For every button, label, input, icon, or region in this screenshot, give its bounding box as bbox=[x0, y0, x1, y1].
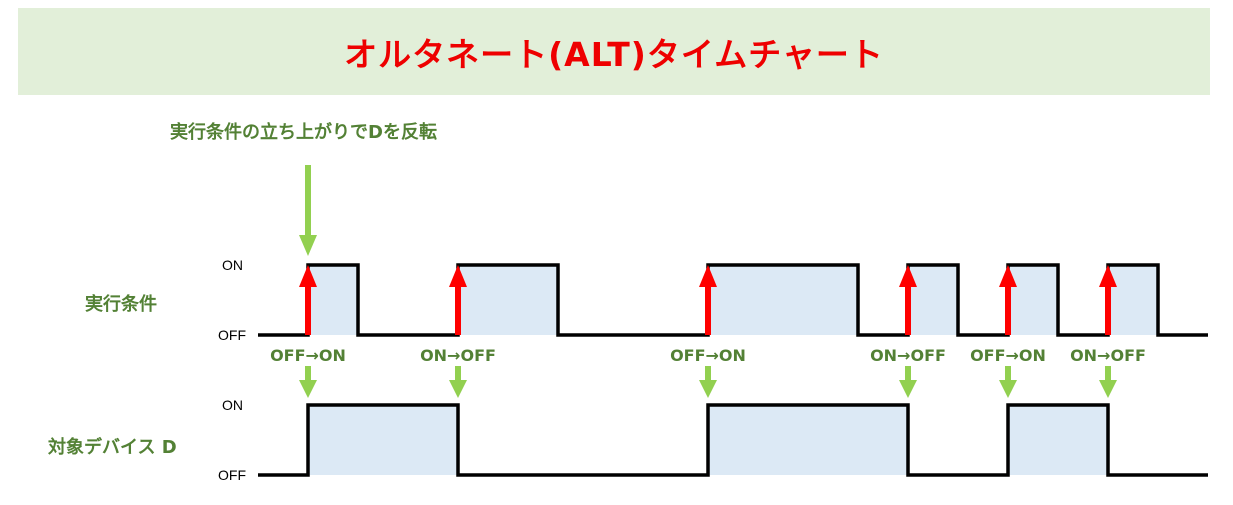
rising-edge-arrow-head bbox=[899, 265, 917, 287]
device-off-label: OFF bbox=[218, 467, 246, 483]
transition-label: ON→OFF bbox=[1070, 346, 1146, 365]
device-pulse-fill bbox=[1008, 405, 1108, 475]
transition-arrow-shaft bbox=[1105, 366, 1111, 382]
transition-arrow-shaft bbox=[705, 366, 711, 382]
device-pulse-fill bbox=[308, 405, 458, 475]
device-on-label: ON bbox=[222, 397, 243, 413]
rising-edge-arrow-head bbox=[1099, 265, 1117, 287]
rising-edge-arrow-head bbox=[699, 265, 717, 287]
transition-arrow-head bbox=[299, 380, 317, 398]
rising-edge-arrow-shaft bbox=[455, 285, 461, 335]
condition-pulse-fill bbox=[1108, 265, 1158, 335]
transition-arrow-head bbox=[699, 380, 717, 398]
title-banner: オルタネート(ALT)タイムチャート bbox=[18, 8, 1210, 95]
transition-arrow-shaft bbox=[305, 366, 311, 382]
transition-arrow-head bbox=[1099, 380, 1117, 398]
transition-label: OFF→ON bbox=[970, 346, 1046, 365]
transition-arrow-head bbox=[999, 380, 1017, 398]
device-waveform bbox=[258, 403, 1208, 477]
transition-arrow-shaft bbox=[905, 366, 911, 382]
condition-label: 実行条件 bbox=[85, 294, 157, 315]
condition-on-label: ON bbox=[222, 257, 243, 273]
condition-pulse-fill bbox=[708, 265, 858, 335]
transition-arrow-head bbox=[449, 380, 467, 398]
rising-edge-arrow-shaft bbox=[905, 285, 911, 335]
condition-waveform bbox=[258, 263, 1208, 337]
rising-edge-arrow-head bbox=[999, 265, 1017, 287]
rising-edge-arrow-shaft bbox=[705, 285, 711, 335]
rising-edge-arrow-shaft bbox=[305, 285, 311, 335]
condition-pulse-fill bbox=[458, 265, 558, 335]
page-title: オルタネート(ALT)タイムチャート bbox=[344, 34, 884, 74]
note-arrow-head bbox=[299, 235, 317, 256]
note-arrow-shaft bbox=[305, 165, 311, 237]
condition-pulse-fill bbox=[308, 265, 358, 335]
device-label: 対象デバイス D bbox=[48, 437, 177, 458]
annotation-note: 実行条件の立ち上がりでDを反転 bbox=[170, 122, 437, 143]
transition-label: OFF→ON bbox=[670, 346, 746, 365]
condition-pulse-fill bbox=[1008, 265, 1058, 335]
transition-arrow-shaft bbox=[1005, 366, 1011, 382]
transition-label: ON→OFF bbox=[870, 346, 946, 365]
transition-arrow-head bbox=[899, 380, 917, 398]
transition-label: OFF→ON bbox=[270, 346, 346, 365]
rising-edge-arrow-head bbox=[449, 265, 467, 287]
rising-edge-arrow-shaft bbox=[1105, 285, 1111, 335]
transition-label: ON→OFF bbox=[420, 346, 496, 365]
rising-edge-arrow-shaft bbox=[1005, 285, 1011, 335]
transition-arrow-shaft bbox=[455, 366, 461, 382]
condition-pulse-fill bbox=[908, 265, 958, 335]
rising-edge-arrow-head bbox=[299, 265, 317, 287]
device-pulse-fill bbox=[708, 405, 908, 475]
condition-off-label: OFF bbox=[218, 327, 246, 343]
